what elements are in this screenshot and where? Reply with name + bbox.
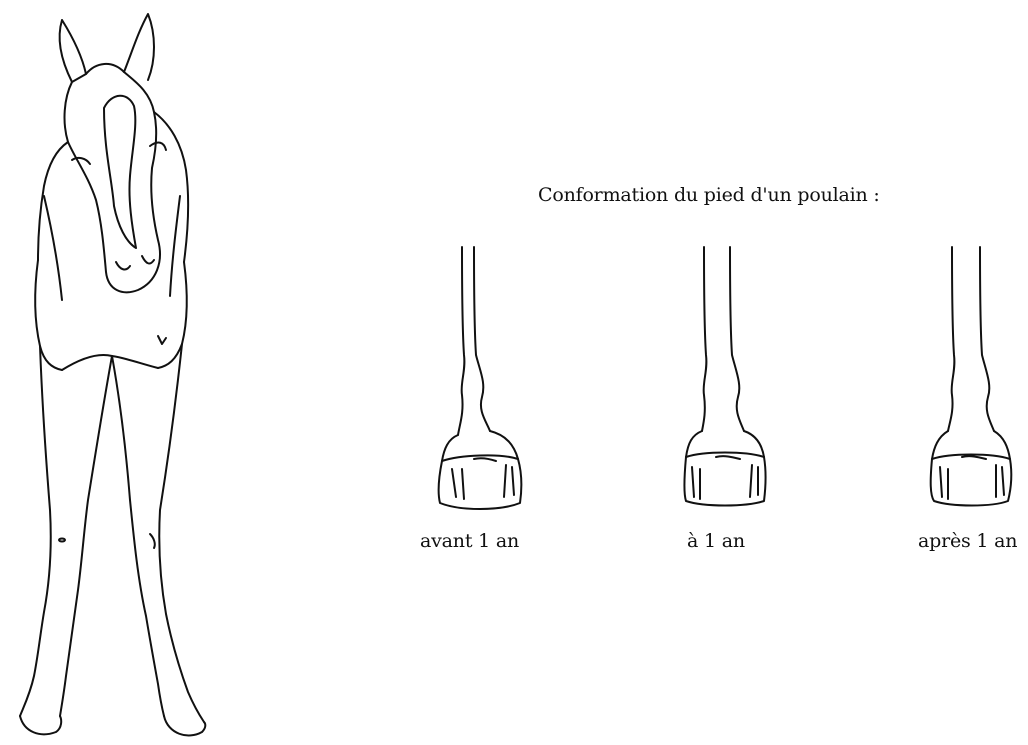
hoof-label-at-one-year: à 1 an: [687, 530, 745, 552]
foal-chest-mark: [158, 336, 166, 344]
hoof-after-one-year-illustration: [912, 245, 1022, 515]
foal-right-leg-outer: [159, 344, 204, 722]
foal-shoulder-line-right: [170, 196, 180, 296]
foal-right-hoof: [164, 716, 205, 735]
foal-chest: [35, 260, 62, 370]
hoof-label-before-one-year: avant 1 an: [420, 530, 519, 552]
foal-nostrils: [116, 256, 154, 269]
foal-left-hoof: [20, 716, 61, 734]
foal-neck-right: [154, 112, 188, 262]
foal-left-ear: [60, 20, 86, 82]
foal-left-eye: [72, 158, 90, 164]
foal-left-leg-outer: [20, 346, 51, 716]
foal-left-leg-inner: [60, 356, 112, 716]
diagram-title: Conformation du pied d'un poulain :: [538, 184, 880, 206]
foal-right-ear: [124, 14, 154, 80]
foal-shoulder-line: [44, 196, 62, 300]
foal-front-view-illustration: [0, 0, 215, 745]
foal-chest-right: [158, 262, 187, 368]
foal-right-knee-mark: [150, 534, 155, 548]
foal-left-knee-mark: [59, 539, 65, 542]
foal-right-eye: [150, 143, 166, 150]
foal-right-leg-inner: [112, 356, 164, 716]
foal-blaze: [104, 96, 136, 248]
hoof-before-one-year-illustration: [430, 245, 540, 515]
hoof-label-after-one-year: après 1 an: [918, 530, 1017, 552]
hoof-at-one-year-illustration: [660, 245, 770, 515]
